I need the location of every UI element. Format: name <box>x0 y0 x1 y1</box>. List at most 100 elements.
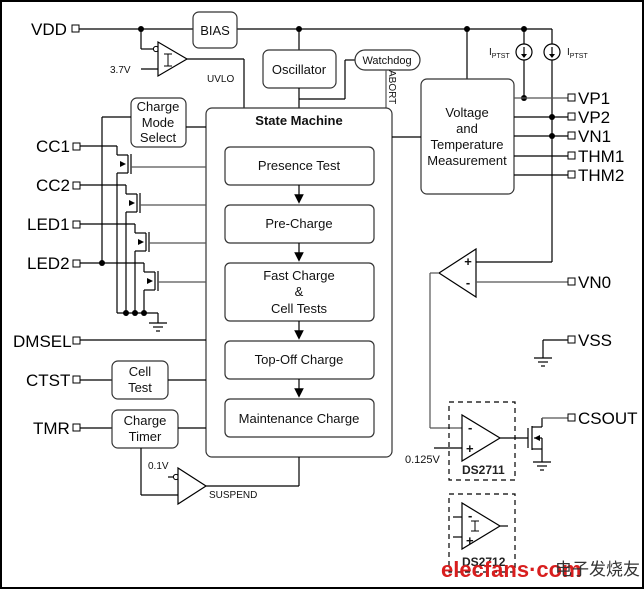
pin-label-vn1: VN1 <box>578 127 611 146</box>
pin-label-ctst: CTST <box>26 371 70 390</box>
right-pins: VP1 VP2 VN1 THM1 THM2 <box>514 89 624 185</box>
pin-vdd: VDD <box>31 20 80 39</box>
bias-block: BIAS <box>192 11 238 49</box>
block-label: Voltage <box>445 105 488 120</box>
pin-label-cc1: CC1 <box>36 137 70 156</box>
minus-sign: - <box>468 508 472 523</box>
state-presence-test: Presence Test <box>224 146 375 186</box>
pin-label-led1: LED1 <box>27 215 70 234</box>
charge-mode-select-block: Charge Mode Select <box>99 97 206 266</box>
pin-label-cc2: CC2 <box>36 176 70 195</box>
bias-label: BIAS <box>200 23 230 38</box>
state-label: Top-Off Charge <box>255 352 344 367</box>
pin-label-thm2: THM2 <box>578 166 624 185</box>
pin-label-tmr: TMR <box>33 419 70 438</box>
cell-test-block: Cell Test <box>111 360 206 400</box>
state-fast-charge: Fast Charge & Cell Tests <box>224 262 375 322</box>
state-machine: State Machine Presence Test Pre-Charge F… <box>205 107 393 458</box>
pin-label-vss: VSS <box>578 331 612 350</box>
ground-icon <box>149 322 167 332</box>
pin-led2: LED2 <box>27 254 81 273</box>
vdd-rail <box>78 26 553 45</box>
vref-0v1-label: 0.1V <box>148 461 169 472</box>
state-label: Pre-Charge <box>265 216 332 231</box>
block-label: Select <box>140 130 177 145</box>
vref-3v7-label: 3.7V <box>110 65 131 76</box>
state-label: Maintenance Charge <box>239 411 360 426</box>
state-pre-charge: Pre-Charge <box>224 204 375 244</box>
minus-sign: - <box>468 420 472 435</box>
iptst-label-1: IPTST <box>489 47 510 60</box>
ds2711-label: DS2711 <box>462 463 505 477</box>
pin-thm1: THM1 <box>567 147 624 166</box>
block-label: Charge <box>124 413 167 428</box>
pin-vp2: VP2 <box>567 108 610 127</box>
state-label: Cell Tests <box>271 301 328 316</box>
ground-icon <box>534 357 552 367</box>
block-label: Timer <box>129 429 162 444</box>
vt-measurement-block: Voltage and Temperature Measurement <box>392 29 515 195</box>
pin-label-vdd: VDD <box>31 20 67 39</box>
abort-label: ABORT <box>386 70 397 104</box>
watchdog-block: Watchdog ABORT <box>354 49 421 108</box>
pin-ctst: CTST <box>26 371 112 390</box>
pin-label-led2: LED2 <box>27 254 70 273</box>
pin-label-vp2: VP2 <box>578 108 610 127</box>
pin-vn0: VN0 <box>567 273 611 292</box>
pin-dmsel: DMSEL <box>13 332 206 351</box>
pin-label-vn0: VN0 <box>578 273 611 292</box>
pin-led1: LED1 <box>27 215 81 234</box>
state-label: Fast Charge <box>263 268 335 283</box>
state-maintenance-charge: Maintenance Charge <box>224 398 375 438</box>
plus-sign: + <box>466 533 474 548</box>
fet-array <box>80 145 206 332</box>
pin-vn1: VN1 <box>567 127 611 146</box>
sense-amplifier: + - <box>429 247 568 429</box>
ds2712-label: DS2712 <box>462 555 506 569</box>
watermark: elecfans·com 电子发烧友 <box>441 557 640 582</box>
ds2711-variant: - + 0.125V DS2711 <box>405 401 528 481</box>
pin-label-vp1: VP1 <box>578 89 610 108</box>
uvlo-comparator: 3.7V UVLO <box>110 29 245 108</box>
state-machine-title: State Machine <box>255 113 342 128</box>
ds2712-variant: - + DS2712 <box>448 493 516 573</box>
current-sources: IPTST IPTST <box>489 43 588 262</box>
block-label: Cell <box>129 364 152 379</box>
block-label: Test <box>128 380 152 395</box>
uvlo-label: UVLO <box>207 74 234 85</box>
iptst-label-2: IPTST <box>567 47 588 60</box>
block-label: and <box>456 121 478 136</box>
current-source-icon <box>515 43 533 61</box>
pin-thm2: THM2 <box>567 166 624 185</box>
plus-sign: + <box>466 441 474 456</box>
minus-sign: - <box>466 275 470 290</box>
state-label: & <box>295 284 304 299</box>
ground-icon <box>533 461 551 471</box>
pin-cc2: CC2 <box>36 176 81 195</box>
pin-pad <box>71 24 80 33</box>
pin-tmr: TMR <box>33 419 112 438</box>
suspend-label: SUSPEND <box>209 490 257 501</box>
plus-sign: + <box>464 254 472 269</box>
block-label: Measurement <box>427 153 507 168</box>
block-label: Charge <box>137 99 180 114</box>
pin-label-thm1: THM1 <box>578 147 624 166</box>
watchdog-label: Watchdog <box>362 55 411 67</box>
csout-fet <box>527 417 568 471</box>
state-top-off-charge: Top-Off Charge <box>224 340 375 380</box>
block-label: Mode <box>142 115 175 130</box>
pin-label-csout: CSOUT <box>578 409 638 428</box>
suspend-comparator: 0.1V SUSPEND <box>140 448 300 506</box>
current-source-icon <box>543 43 561 61</box>
pin-csout: CSOUT <box>567 409 638 428</box>
block-label: Temperature <box>431 137 504 152</box>
oscillator-label: Oscillator <box>272 62 327 77</box>
oscillator-block: Oscillator <box>262 29 355 108</box>
pin-cc1: CC1 <box>36 137 81 156</box>
vref-0v125-label: 0.125V <box>405 454 441 466</box>
state-label: Presence Test <box>258 158 341 173</box>
charge-timer-block: Charge Timer <box>111 409 206 449</box>
watermark-brand: elecfans·com <box>441 557 582 582</box>
pin-vp1: VP1 <box>567 89 610 108</box>
